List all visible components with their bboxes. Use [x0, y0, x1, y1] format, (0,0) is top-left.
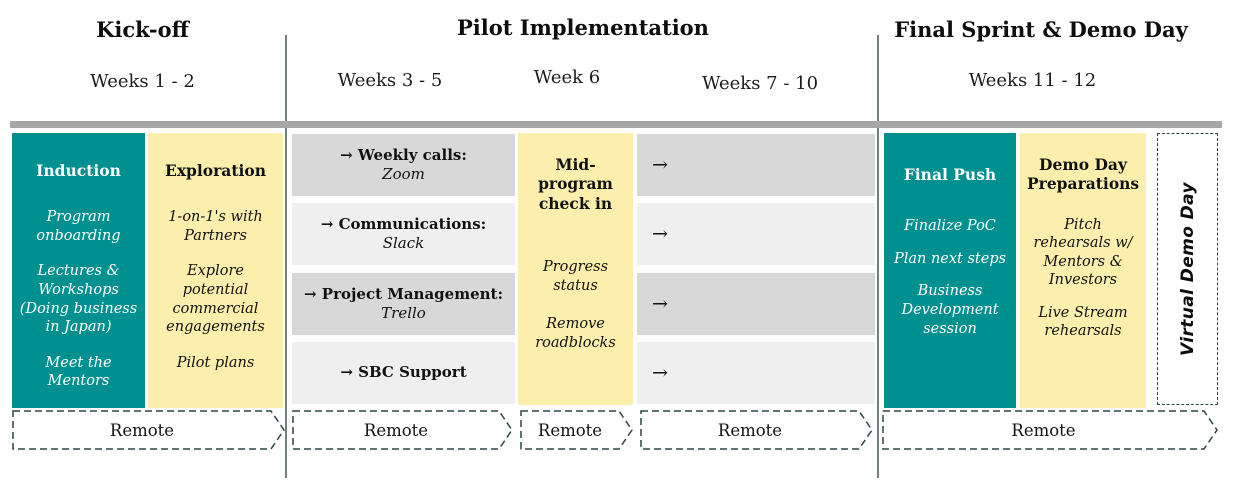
induction-item: Program onboarding: [36, 209, 121, 244]
demo-prep-box: Demo Day Preparations Pitch rehearsals w…: [1020, 133, 1146, 408]
continuation-row: →: [637, 273, 875, 335]
induction-title: Induction: [36, 161, 121, 180]
midprogram-item: Remove roadblocks: [535, 316, 616, 351]
tool-row-label: → Project Management:: [304, 284, 503, 303]
phase-pilot-weeks-3-5: Weeks 3 - 5: [337, 70, 443, 91]
chevron-outline: [292, 410, 513, 450]
virtual-demo-day-box: Virtual Demo Day: [1157, 133, 1218, 405]
induction-box: Induction Program onboarding Lectures & …: [12, 133, 145, 408]
phase-pilot-week-6: Week 6: [533, 67, 601, 88]
phase-pilot-title: Pilot Implementation: [457, 15, 709, 40]
continuation-row: →: [637, 203, 875, 265]
tool-row-project-management: → Project Management: Trello: [292, 273, 515, 335]
tool-row-label: → Communications:: [320, 214, 487, 233]
phase-kickoff-title: Kick-off: [96, 17, 189, 42]
remote-banner-weeks-3-5: Remote: [292, 410, 513, 450]
exploration-item: Pilot plans: [176, 354, 255, 371]
demo-prep-item: Live Stream rehearsals: [1038, 304, 1128, 340]
remote-banner-week-6: Remote: [520, 410, 633, 450]
remote-banner-final: Remote: [882, 410, 1218, 450]
phase-final-title: Final Sprint & Demo Day: [894, 17, 1188, 42]
remote-banner-label: Remote: [1011, 420, 1076, 440]
tool-row-tool: Trello: [381, 304, 426, 322]
section-divider-line-2: [877, 35, 879, 478]
remote-banner-label: Remote: [109, 420, 175, 440]
tool-row-weekly-calls: → Weekly calls: Zoom: [292, 134, 515, 196]
tool-row-tool: Zoom: [382, 165, 425, 183]
midprogram-item: Progress status: [542, 259, 609, 294]
induction-item: Lectures & Workshops (Doing business in …: [19, 263, 138, 336]
remote-banner-kickoff: Remote: [12, 410, 285, 450]
chevron-outline: [882, 410, 1218, 450]
virtual-demo-day-label: Virtual Demo Day: [1177, 181, 1198, 357]
tool-row-label: → SBC Support: [340, 363, 467, 382]
tool-row-label: → Weekly calls:: [340, 145, 467, 164]
continuation-row: →: [637, 342, 875, 404]
phase-final-weeks: Weeks 11 - 12: [968, 70, 1097, 91]
tool-row-sbc-support: → SBC Support: [292, 342, 515, 404]
exploration-item: Explore potential commercial engagements: [166, 263, 265, 336]
flow-arrow-icon: →: [652, 293, 668, 315]
midprogram-box: Mid-program check in Progress status Rem…: [518, 133, 633, 405]
exploration-box: Exploration 1-on-1's with Partners Explo…: [148, 133, 283, 408]
timeline-divider-bar: [10, 121, 1222, 128]
chevron-outline: [640, 410, 873, 450]
final-push-item: Business Development session: [901, 283, 999, 337]
final-push-box: Final Push Finalize PoC Plan next steps …: [884, 133, 1016, 408]
demo-prep-title: Demo Day Preparations: [1027, 155, 1140, 194]
remote-banner-label: Remote: [363, 420, 429, 440]
chevron-outline: [12, 410, 285, 450]
remote-banner-label: Remote: [717, 420, 783, 440]
section-divider-line-1: [285, 35, 287, 478]
final-push-item: Finalize PoC: [904, 218, 996, 235]
flow-arrow-icon: →: [652, 362, 668, 384]
tool-row-communications: → Communications: Slack: [292, 203, 515, 265]
chevron-outline: [520, 410, 633, 450]
midprogram-title: Mid-program check in: [538, 155, 613, 213]
continuation-row: →: [637, 134, 875, 196]
tool-row-tool: Slack: [382, 234, 425, 252]
remote-banner-weeks-7-10: Remote: [640, 410, 873, 450]
flow-arrow-icon: →: [652, 154, 668, 176]
final-push-item: Plan next steps: [893, 250, 1007, 267]
exploration-title: Exploration: [165, 161, 266, 180]
phase-pilot-weeks-7-10: Weeks 7 - 10: [701, 73, 819, 94]
phase-kickoff-weeks: Weeks 1 - 2: [90, 71, 195, 92]
exploration-item: 1-on-1's with Partners: [168, 209, 263, 244]
final-push-title: Final Push: [903, 165, 997, 184]
remote-banner-label: Remote: [537, 420, 603, 440]
flow-arrow-icon: →: [652, 223, 668, 245]
demo-prep-item: Pitch rehearsals w/ Mentors & Investors: [1033, 216, 1133, 289]
induction-item: Meet the Mentors: [45, 354, 112, 390]
